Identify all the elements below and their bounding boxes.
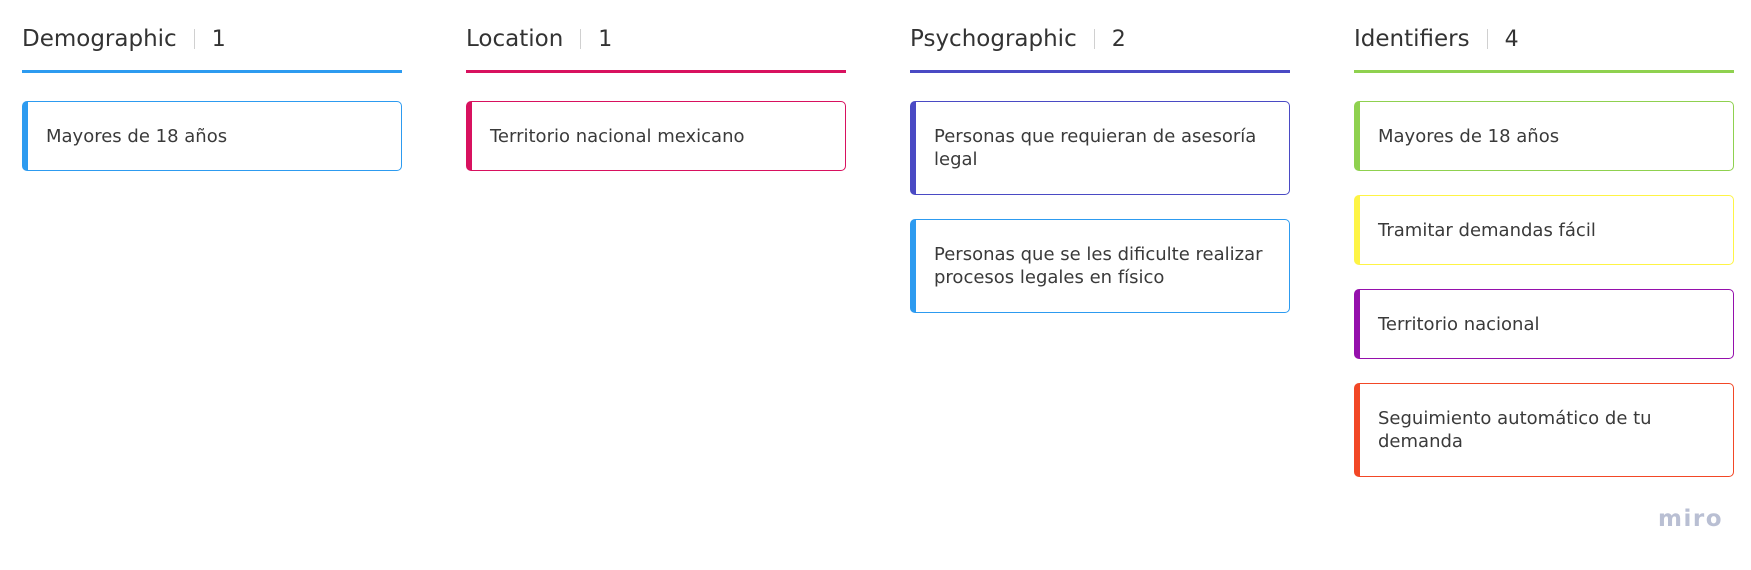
column-header[interactable]: Psychographic 2 — [910, 22, 1290, 73]
card-text: Personas que se les dificulte realizar p… — [934, 244, 1263, 288]
card[interactable]: Personas que se les dificulte realizar p… — [910, 219, 1290, 313]
card-text: Territorio nacional — [1378, 314, 1540, 335]
card-list: Territorio nacional mexicano — [466, 101, 846, 171]
column-title: Psychographic — [910, 26, 1077, 52]
miro-logo: miro — [1658, 506, 1723, 532]
header-divider — [193, 29, 195, 49]
card-list: Personas que requieran de asesoría legal… — [910, 101, 1290, 313]
column-count: 1 — [598, 26, 613, 52]
card-list: Mayores de 18 años Tramitar demandas fác… — [1354, 101, 1734, 477]
column-header[interactable]: Demographic 1 — [22, 22, 402, 73]
card[interactable]: Personas que requieran de asesoría legal — [910, 101, 1290, 195]
header-divider — [580, 29, 582, 49]
card-text: Tramitar demandas fácil — [1378, 220, 1596, 241]
column-count: 4 — [1504, 26, 1519, 52]
column-count: 2 — [1111, 26, 1126, 52]
card[interactable]: Tramitar demandas fácil — [1354, 195, 1734, 265]
column-location: Location 1 Territorio nacional mexicano — [466, 22, 846, 477]
column-title: Identifiers — [1354, 26, 1470, 52]
column-header[interactable]: Location 1 — [466, 22, 846, 73]
column-identifiers: Identifiers 4 Mayores de 18 años Tramita… — [1354, 22, 1734, 477]
card-text: Seguimiento automático de tu demanda — [1378, 408, 1652, 452]
card[interactable]: Territorio nacional — [1354, 289, 1734, 359]
column-title: Location — [466, 26, 564, 52]
card-text: Territorio nacional mexicano — [490, 126, 745, 147]
column-count: 1 — [211, 26, 226, 52]
card[interactable]: Territorio nacional mexicano — [466, 101, 846, 171]
card[interactable]: Mayores de 18 años — [1354, 101, 1734, 171]
card-list: Mayores de 18 años — [22, 101, 402, 171]
card-text: Personas que requieran de asesoría legal — [934, 126, 1257, 170]
board: Demographic 1 Mayores de 18 años Locatio… — [22, 22, 1734, 477]
column-title: Demographic — [22, 26, 177, 52]
column-demographic: Demographic 1 Mayores de 18 años — [22, 22, 402, 477]
header-divider — [1486, 29, 1488, 49]
card-text: Mayores de 18 años — [1378, 126, 1560, 147]
header-divider — [1093, 29, 1095, 49]
card[interactable]: Mayores de 18 años — [22, 101, 402, 171]
card-text: Mayores de 18 años — [46, 126, 228, 147]
card[interactable]: Seguimiento automático de tu demanda — [1354, 383, 1734, 477]
column-psychographic: Psychographic 2 Personas que requieran d… — [910, 22, 1290, 477]
column-header[interactable]: Identifiers 4 — [1354, 22, 1734, 73]
